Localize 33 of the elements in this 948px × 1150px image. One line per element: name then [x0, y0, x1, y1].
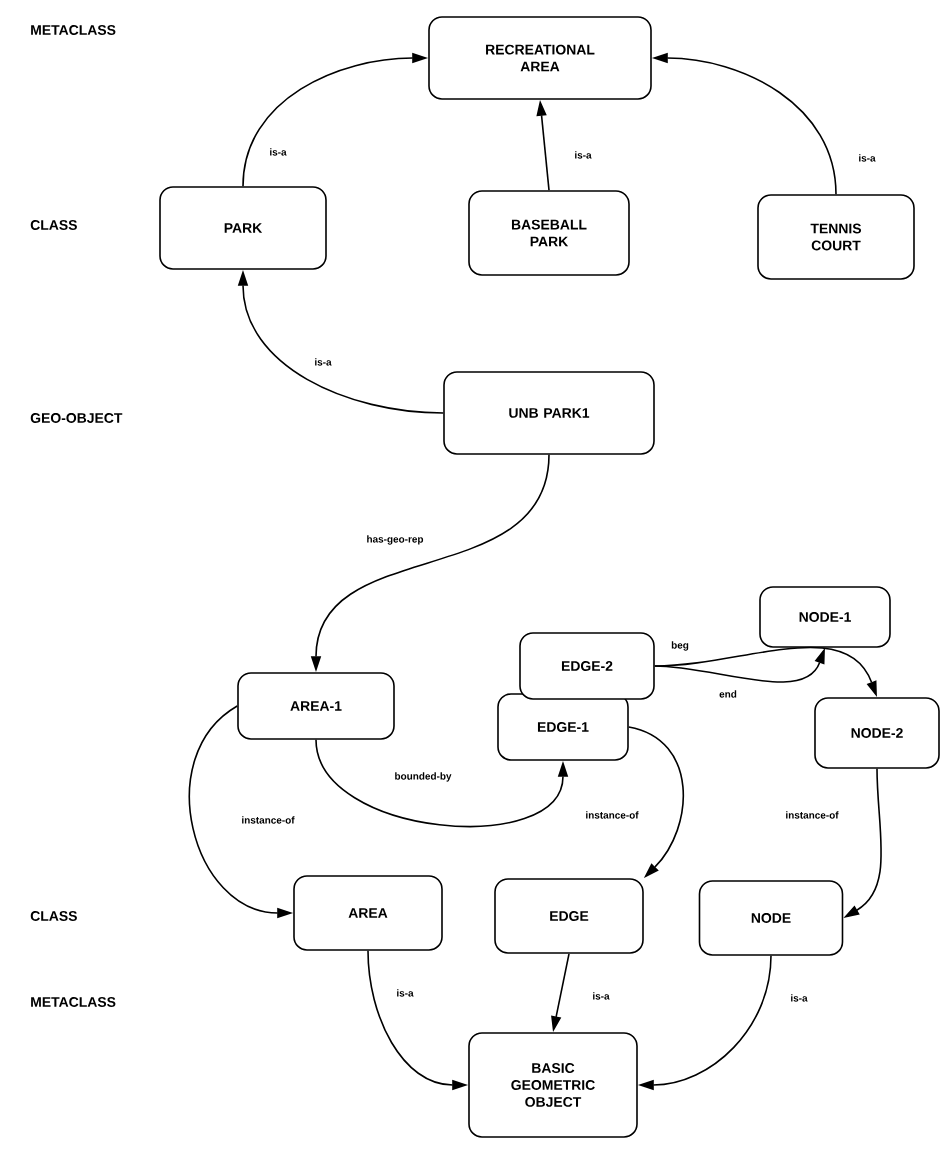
edge-label: bounded-by [393, 770, 453, 784]
edge-label: instance-of [239, 814, 297, 826]
level-label: CLASS [30, 911, 77, 921]
edge-label: beg [669, 639, 691, 653]
level-label: METACLASS [31, 997, 116, 1007]
edge-label: is-a [572, 149, 594, 161]
edge-label: is-a [788, 992, 810, 1004]
edge-label: is-a [394, 987, 416, 999]
class-box: PARK [159, 186, 327, 270]
class-box: BASIC GEOMETRIC OBJECT [468, 1032, 638, 1138]
edge-label: instance-of [783, 809, 841, 821]
edge-label: is-a [267, 146, 289, 158]
class-box: NODE-1 [759, 586, 891, 648]
edge-label: is-a [590, 990, 612, 1002]
class-box: EDGE-1 [497, 693, 629, 761]
edge-label: is-a [856, 152, 878, 164]
edge-label: has-geo-rep [365, 533, 425, 547]
level-label: GEO-OBJECT [30, 413, 123, 423]
class-box: AREA [293, 875, 443, 951]
class-box: NODE-2 [814, 697, 940, 769]
class-box: NODE [698, 880, 844, 956]
class-box: AREA-1 [237, 672, 395, 740]
class-box: BASEBALL PARK [468, 190, 630, 276]
class-box: UNB PARK1 [443, 371, 655, 455]
class-box: EDGE [494, 878, 644, 954]
edge-label: instance-of [583, 809, 641, 821]
class-box: TENNIS COURT [757, 194, 915, 280]
edge-label: end [717, 688, 739, 700]
level-label: METACLASS [31, 25, 116, 35]
class-box: RECREATIONAL AREA [428, 16, 652, 100]
class-box: EDGE-2 [519, 632, 655, 700]
level-label: CLASS [30, 220, 77, 230]
edge-label: is-a [312, 356, 334, 368]
